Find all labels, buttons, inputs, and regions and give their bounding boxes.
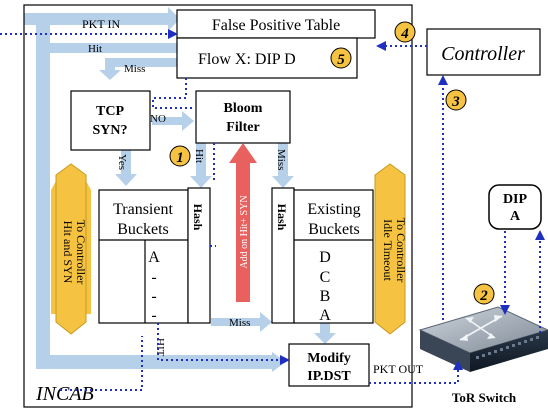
controller-box: Controller	[426, 28, 541, 76]
flow-arrows	[24, 7, 336, 372]
existing-entry: A	[319, 307, 331, 324]
pkt-in-label: PKT IN	[82, 17, 120, 31]
dip-label-1: DIP	[503, 192, 528, 207]
idle-timeout-to-controller-arrow: Idle Timeout To Controller	[374, 163, 408, 335]
step-3-number: 3	[451, 94, 460, 110]
left-side-label-2: To Controller	[74, 220, 88, 285]
step-1-number: 1	[176, 150, 184, 166]
dotted-paths	[0, 29, 545, 391]
step-4-marker: 4	[394, 21, 416, 43]
transient-label-2: Buckets	[117, 221, 169, 238]
bloom-filter-label-2: Filter	[226, 120, 259, 135]
tcp-syn-box: TCP SYN?	[70, 90, 151, 151]
transient-buckets-table: Transient Buckets A - - -	[98, 189, 189, 324]
dip-a-box: DIP A	[488, 184, 542, 230]
existing-label-1: Existing	[307, 201, 360, 218]
controller-label: Controller	[441, 43, 525, 65]
right-side-label-1: Idle Timeout	[381, 219, 395, 281]
transient-entry: A	[148, 249, 160, 266]
existing-label-2: Buckets	[308, 221, 360, 238]
yes-label: Yes	[116, 154, 128, 170]
add-on-hit-label: Add on Hit+ SYN	[239, 195, 250, 268]
dip-label-2: A	[510, 209, 521, 224]
hit-top-label: Hit	[88, 43, 102, 55]
right-side-label-2: To Controller	[394, 218, 408, 283]
flow-x-entry: Flow X: DIP D	[198, 51, 296, 68]
add-on-hit-arrow: Add on Hit+ SYN	[229, 143, 257, 302]
transient-entry: -	[151, 307, 156, 324]
tor-switch: ToR Switch	[418, 306, 548, 405]
existing-buckets-table: Existing Buckets D C B A	[293, 189, 374, 324]
step-2-number: 2	[479, 288, 488, 304]
step-3-marker: 3	[445, 89, 467, 111]
hash-right-column: Hash	[271, 187, 295, 324]
step-5-marker: 5	[330, 47, 352, 69]
no-label: NO	[150, 113, 166, 125]
step-4-number: 4	[400, 26, 409, 42]
tor-switch-label: ToR Switch	[452, 390, 517, 405]
modify-ip-dst-box: Modify IP.DST	[288, 343, 370, 387]
bloom-filter-box: Bloom Filter	[195, 90, 291, 144]
tcp-syn-label-2: SYN?	[92, 123, 127, 138]
tcp-syn-label-1: TCP	[96, 104, 124, 119]
bloom-filter-label-1: Bloom	[224, 101, 263, 116]
step-circles: 1 2 3 4 5	[169, 21, 495, 305]
existing-entry: C	[320, 269, 331, 286]
transient-entry: -	[151, 269, 156, 286]
hash-right-label: Hash	[275, 204, 289, 231]
left-side-label-1: Hit and SYN	[61, 221, 75, 284]
hit-bottom-label: HIT	[154, 338, 166, 357]
false-positive-table-title: False Positive Table	[212, 17, 340, 34]
incab-container	[23, 4, 413, 408]
modify-label-2: IP.DST	[307, 369, 351, 384]
step-2-marker: 2	[473, 283, 495, 305]
step-5-number: 5	[337, 52, 345, 68]
transient-entry: -	[151, 288, 156, 305]
miss-top-label: Miss	[124, 63, 145, 75]
hash-left-label: Hash	[191, 204, 205, 231]
transient-label-1: Transient	[113, 201, 173, 218]
existing-entry: D	[319, 249, 331, 266]
hash-left-column: Hash	[187, 187, 211, 324]
miss-bottom-label: Miss	[229, 317, 250, 329]
modify-label-1: Modify	[307, 351, 351, 366]
false-positive-table: False Positive Table Flow X: DIP D	[176, 9, 376, 79]
miss-bloom-label: Miss	[275, 149, 287, 170]
hit-and-syn-to-controller-arrow: Hit and SYN To Controller	[51, 163, 91, 335]
existing-entry: B	[320, 288, 331, 305]
pkt-out-label: PKT OUT	[373, 362, 424, 376]
step-1-marker: 1	[169, 145, 191, 167]
incab-label: INCAB	[35, 383, 94, 405]
hit-bloom-label: Hit	[193, 149, 205, 163]
